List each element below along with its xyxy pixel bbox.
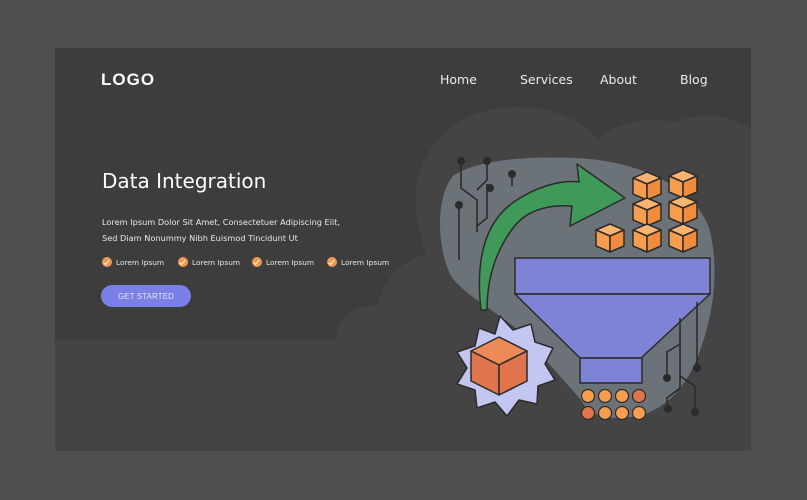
feature-item: Lorem Ipsum bbox=[252, 257, 314, 267]
get-started-button[interactable]: GET STARTED bbox=[101, 285, 191, 307]
feature-item: Lorem Ipsum bbox=[102, 257, 164, 267]
feature-label: Lorem Ipsum bbox=[266, 257, 315, 267]
nav-link-blog[interactable]: Blog bbox=[680, 72, 708, 87]
output-data-dots-icon bbox=[580, 388, 647, 421]
circuit-nodes-top-icon bbox=[455, 157, 516, 209]
check-circle-icon bbox=[178, 257, 188, 267]
feature-item: Lorem Ipsum bbox=[178, 257, 240, 267]
source-cube-icon bbox=[470, 336, 528, 396]
feature-label: Lorem Ipsum bbox=[116, 257, 165, 267]
funnel-icon bbox=[514, 257, 711, 384]
landing-page-frame: LOGO Home Services About Blog Data Integ… bbox=[55, 48, 751, 451]
hero-title: Data Integration bbox=[102, 169, 267, 193]
feature-item: Lorem Ipsum bbox=[327, 257, 389, 267]
data-integration-illustration bbox=[440, 157, 715, 421]
main-nav: Home Services About Blog bbox=[55, 72, 751, 92]
data-cubes-icon bbox=[595, 169, 698, 253]
check-circle-icon bbox=[252, 257, 262, 267]
nav-link-home[interactable]: Home bbox=[440, 72, 477, 87]
check-circle-icon bbox=[327, 257, 337, 267]
feature-list: Lorem Ipsum Lorem Ipsum Lorem Ipsum Lore… bbox=[102, 257, 402, 269]
hero-description: Lorem Ipsum Dolor Sit Amet, Consectetuer… bbox=[102, 217, 341, 243]
logo[interactable]: LOGO bbox=[101, 70, 156, 89]
circuit-lines-bottom-icon bbox=[666, 302, 698, 412]
nav-link-services[interactable]: Services bbox=[520, 72, 573, 87]
nav-link-about[interactable]: About bbox=[600, 72, 637, 87]
feature-label: Lorem Ipsum bbox=[192, 257, 241, 267]
feature-label: Lorem Ipsum bbox=[341, 257, 390, 267]
check-circle-icon bbox=[102, 257, 112, 267]
curved-arrow-icon bbox=[478, 163, 626, 311]
circuit-nodes-bottom-icon bbox=[663, 364, 701, 416]
